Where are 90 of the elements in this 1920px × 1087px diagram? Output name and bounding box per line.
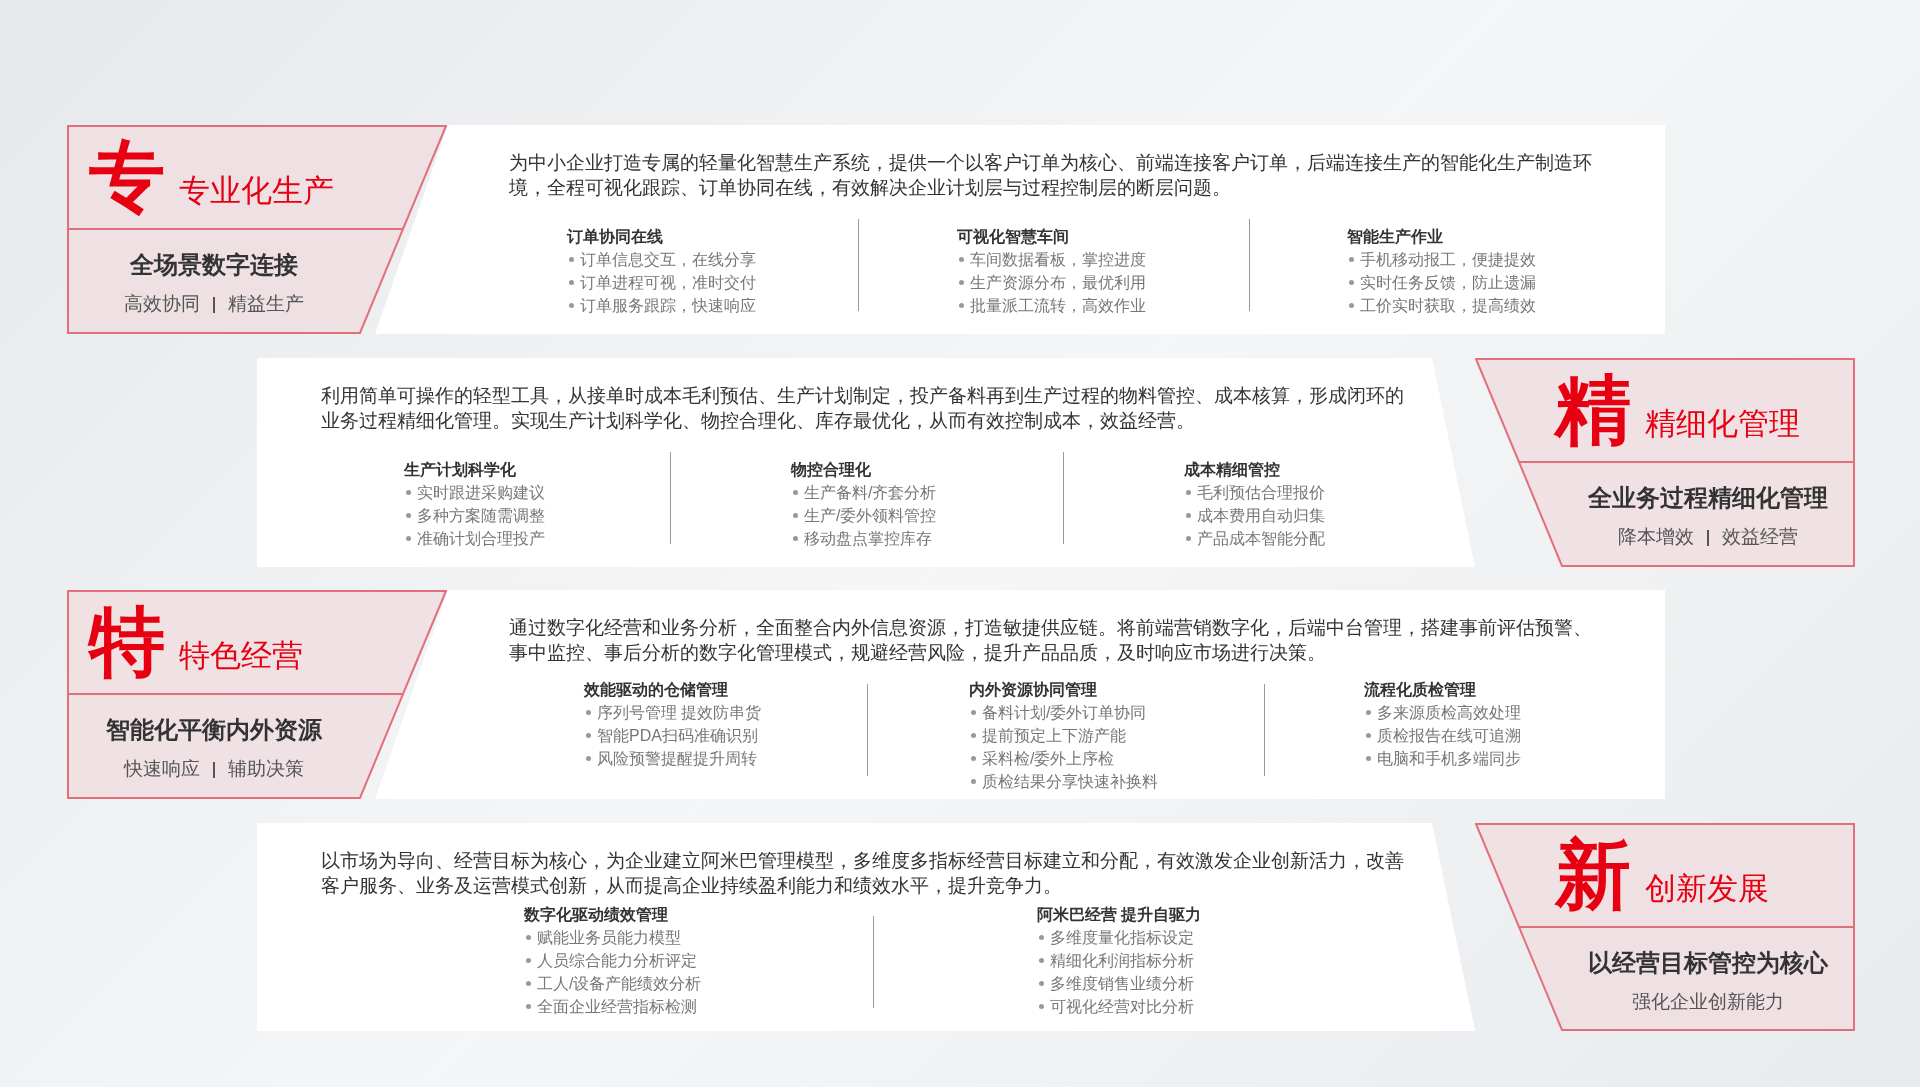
tag-title: 专业化生产 xyxy=(179,172,334,210)
bullet-item: 提前预定上下游产能 xyxy=(982,727,1126,744)
content-panel xyxy=(375,125,1665,334)
bullet-item: 实时任务反馈，防止遗漏 xyxy=(1360,274,1536,291)
column-heading: 阿米巴经营 提升自驱力 xyxy=(1037,905,1202,925)
tag-panel xyxy=(67,125,447,229)
bullet-item: 工人/设备产能绩效分析 xyxy=(537,975,702,992)
summary-panel xyxy=(67,229,404,334)
tag-character: 特 xyxy=(89,604,165,680)
bullet-item: 多来源质检高效处理 xyxy=(1377,704,1521,721)
bullet-item: 工价实时获取，提高绩效 xyxy=(1360,297,1536,314)
column-heading: 订单协同在线 xyxy=(567,227,664,247)
bullet-item: 人员综合能力分析评定 xyxy=(537,952,697,969)
bullet-item: 多维度量化指标设定 xyxy=(1050,929,1194,946)
bullet-item: 多种方案随需调整 xyxy=(417,507,545,524)
summary-tagline: 高效协同 xyxy=(124,292,200,316)
summary-tagline: 精益生产 xyxy=(228,292,304,316)
bullet-item: 订单服务跟踪，快速响应 xyxy=(580,297,756,314)
bullet-item: 生产备料/齐套分析 xyxy=(804,484,937,501)
bullet-item: 毛利预估合理报价 xyxy=(1197,484,1325,501)
tag-panel xyxy=(67,590,447,694)
bullet-item: 备料计划/委外订单协同 xyxy=(982,704,1147,721)
bullet-item: 产品成本智能分配 xyxy=(1197,530,1325,547)
column-heading: 流程化质检管理 xyxy=(1364,680,1477,700)
content-panel xyxy=(257,823,1475,1031)
bullet-item: 多维度销售业绩分析 xyxy=(1050,975,1194,992)
bullet-item: 精细化利润指标分析 xyxy=(1050,952,1194,969)
description-text: 为中小企业打造专属的轻量化智慧生产系统，提供一个以客户订单为核心、前端连接客户订单，后端连接生产的智能化生产制造环境，全程可视化跟踪、订单协同在线，有效解决企业计划层与过程控制层的断层问题。 xyxy=(509,151,1593,200)
tag-character: 新 xyxy=(1555,837,1631,913)
summary-panel xyxy=(1518,927,1855,1031)
bullet-item: 订单进程可视，准时交付 xyxy=(580,274,756,291)
bullet-item: 准确计划合理投产 xyxy=(417,530,545,547)
feature-column xyxy=(1364,678,1521,770)
summary-heading: 全业务过程精细化管理 xyxy=(1588,483,1828,513)
summary-tagline: 效益经营 xyxy=(1722,525,1798,549)
tag-title: 创新发展 xyxy=(1645,870,1769,908)
column-heading: 智能生产作业 xyxy=(1347,227,1444,247)
feature-column xyxy=(584,678,762,770)
bullet-item: 车间数据看板，掌控进度 xyxy=(970,251,1146,268)
summary-tagline: 辅助决策 xyxy=(228,757,304,781)
tag-title: 精细化管理 xyxy=(1645,405,1800,443)
summary-heading: 全场景数字连接 xyxy=(130,250,298,280)
bullet-item: 赋能业务员能力模型 xyxy=(537,929,681,946)
description-text: 通过数字化经营和业务分析，全面整合内外信息资源，打造敏捷供应链。将前端营销数字化，后端中台管理，搭建事前评估预警、事中监控、事后分析的数字化管理模式，规避经营风险，提升产品品质，及时响应市场进行决策。 xyxy=(509,616,1593,665)
column-heading: 生产计划科学化 xyxy=(404,460,517,480)
feature-column xyxy=(404,458,545,550)
bullet-item: 生产/委外领料管控 xyxy=(804,507,937,524)
column-heading: 效能驱动的仓储管理 xyxy=(584,680,729,700)
column-heading: 可视化智慧车间 xyxy=(957,227,1070,247)
feature-column xyxy=(791,458,937,550)
bullet-item: 移动盘点掌控库存 xyxy=(804,530,932,547)
bullet-item: 质检结果分享快速补换料 xyxy=(982,773,1158,790)
column-heading: 物控合理化 xyxy=(791,460,872,480)
bullet-item: 智能PDA扫码准确识别 xyxy=(597,727,758,744)
bullet-item: 手机移动报工，便捷提效 xyxy=(1360,251,1536,268)
description-text: 利用简单可操作的轻型工具，从接单时成本毛利预估、生产计划制定，投产备料再到生产过程的物料管控、成本核算，形成闭环的业务过程精细化管理。实现生产计划科学化、物控合理化、库存最优化，从而有效控制成本，效益经营。 xyxy=(321,384,1405,433)
bullet-item: 可视化经营对比分析 xyxy=(1050,998,1194,1015)
content-panel xyxy=(257,358,1475,567)
tag-character: 精 xyxy=(1555,372,1631,448)
column-heading: 数字化驱动绩效管理 xyxy=(524,905,669,925)
tag-title: 特色经营 xyxy=(179,637,303,675)
feature-column xyxy=(957,225,1146,317)
feature-column xyxy=(567,225,756,317)
tag-character: 专 xyxy=(89,139,165,215)
bullet-item: 生产资源分布，最优利用 xyxy=(970,274,1146,291)
bullet-item: 全面企业经营指标检测 xyxy=(537,998,697,1015)
column-heading: 内外资源协同管理 xyxy=(969,680,1098,700)
bullet-item: 订单信息交互，在线分享 xyxy=(580,251,756,268)
bullet-item: 采料检/委外上序检 xyxy=(982,750,1115,767)
description-text: 以市场为导向、经营目标为核心，为企业建立阿米巴管理模型，多维度多指标经营目标建立和分配，有效激发企业创新活力，改善客户服务、业务及运营模式创新，从而提高企业持续盈利能力和绩效水平，提升竞争力。 xyxy=(321,849,1405,898)
summary-heading: 智能化平衡内外资源 xyxy=(106,715,322,745)
feature-column xyxy=(969,678,1158,793)
summary-panel xyxy=(1518,462,1855,567)
bullet-item: 实时跟进采购建议 xyxy=(417,484,545,501)
bullet-item: 风险预警提醒提升周转 xyxy=(597,750,757,767)
bullet-item: 电脑和手机多端同步 xyxy=(1377,750,1521,767)
tag-panel xyxy=(1475,358,1855,462)
summary-heading: 以经营目标管控为核心 xyxy=(1588,948,1828,978)
summary-tagline: 快速响应 xyxy=(124,757,200,781)
summary-panel xyxy=(67,694,404,799)
feature-column xyxy=(1347,225,1536,317)
bullet-item: 序列号管理 提效防串货 xyxy=(597,704,762,721)
summary-tagline: 强化企业创新能力 xyxy=(1632,990,1784,1014)
column-heading: 成本精细管控 xyxy=(1184,460,1281,480)
tag-panel xyxy=(1475,823,1855,927)
bullet-item: 成本费用自动归集 xyxy=(1197,507,1325,524)
bullet-item: 批量派工流转，高效作业 xyxy=(970,297,1146,314)
bullet-item: 质检报告在线可追溯 xyxy=(1377,727,1521,744)
summary-tagline: 降本增效 xyxy=(1618,525,1694,549)
content-panel xyxy=(375,590,1665,799)
